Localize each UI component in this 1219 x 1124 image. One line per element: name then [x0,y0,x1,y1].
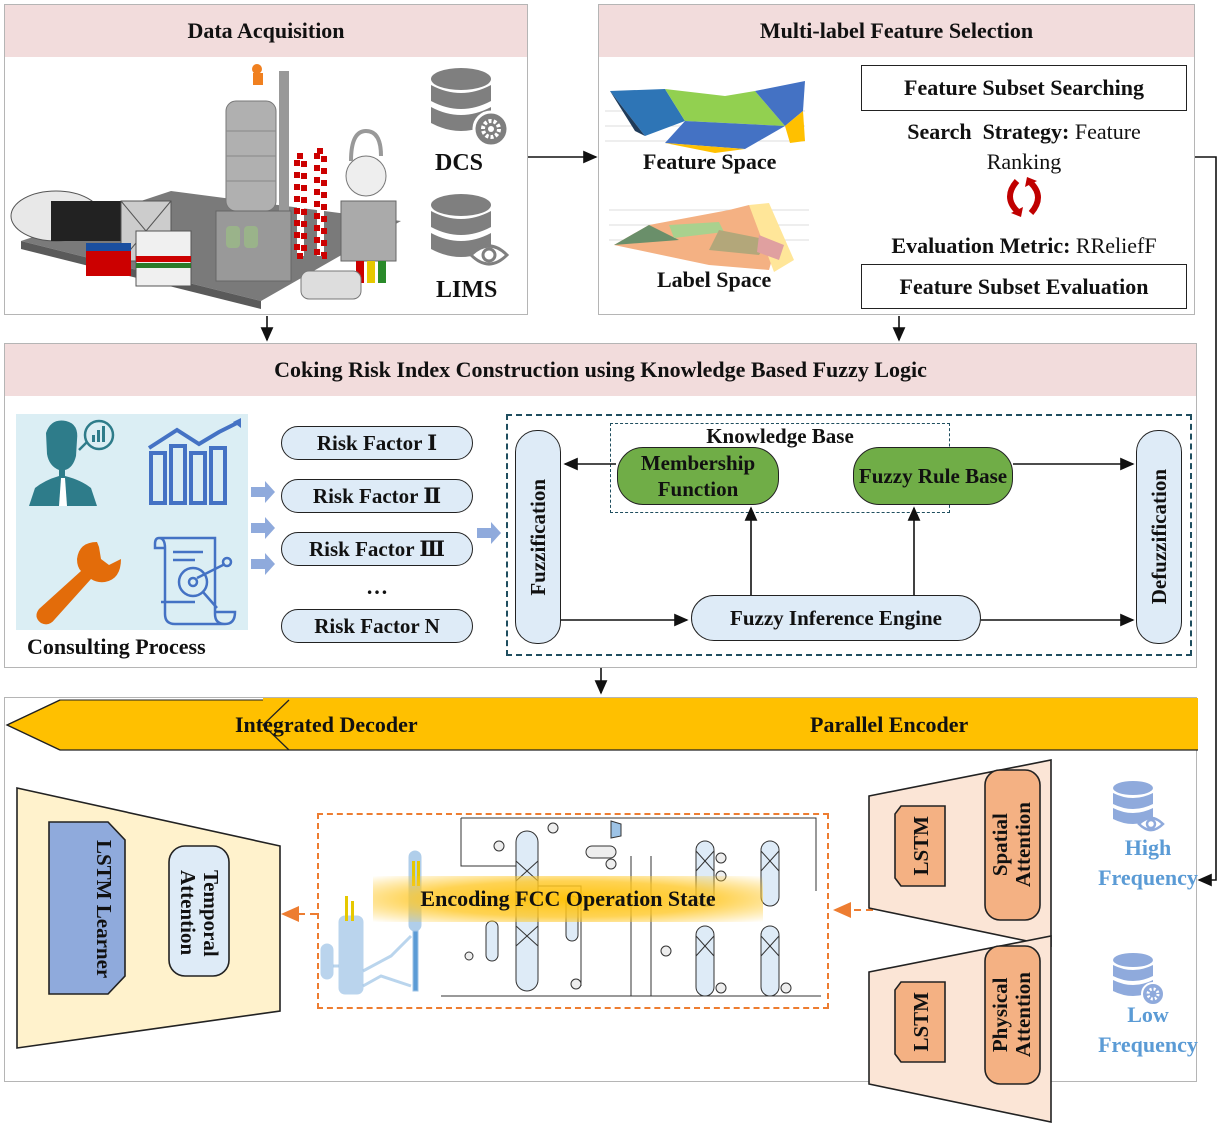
encoding-state-glow [373,876,763,922]
wrench-icon [36,542,121,625]
refresh-cycle-icon [1007,177,1041,217]
feature-space-label: Feature Space [643,149,777,174]
encoding-state-box [317,813,829,1009]
high-frequency-line-2: Frequency [1098,864,1198,890]
risk-index-panel: Coking Risk Index Construction using Kno… [4,343,1197,668]
membership-function-line-2: Function [657,477,739,501]
risk-factor-3: Risk Factor Ⅲ [281,532,473,566]
physical-attention-line-2: Attention [1011,972,1036,1058]
data-acquisition-title: Data Acquisition [5,5,527,57]
model-panel: Integrated Decoder Parallel Encoder LSTM… [4,697,1198,1123]
encoder-low-lstm-label: LSTM [908,992,933,1052]
knowledge-base-label: Knowledge Base [706,424,854,448]
membership-function-line-1: Membership [640,450,756,475]
expert-icon [29,419,115,506]
encoder-low-lstm-wrap: LSTM [897,982,945,1062]
encoder-block-low [868,935,1052,1123]
risk-index-title: Coking Risk Index Construction using Kno… [5,344,1196,396]
arrow-fs-to-high-freq [1186,156,1217,887]
physical-attention-line-1: Physical [988,977,1013,1053]
bar-chart-trend-icon [147,418,241,505]
evaluation-metric-line: Evaluation Metric: RReliefF [861,233,1187,259]
decoder-block [16,787,281,1049]
database-gear-icon [431,68,510,148]
fuzzification-box: Fuzzification [515,430,561,644]
fuzzy-rule-base-box: Fuzzy Rule Base [853,447,1013,505]
low-frequency-line-2: Frequency [1098,1031,1198,1057]
feature-selection-title: Multi-label Feature Selection [599,5,1194,57]
spatial-attention-line-1: Spatial [988,813,1013,877]
evaluation-metric-key: Evaluation Metric: [891,233,1071,258]
high-frequency-label: High Frequency [1095,833,1201,892]
feature-subset-searching-box: Feature Subset Searching [861,65,1187,111]
label-space-surface [609,203,809,272]
encoder-label: Parallel Encoder [810,712,969,737]
lstm-learner-shape [48,821,126,995]
spatial-attention-line-2: Attention [1011,802,1036,888]
temporal-attention-line-2: Attention [176,870,200,956]
global-connectors [260,150,1217,887]
dashed-flow-arrows [281,902,873,922]
label-space-label: Label Space [657,267,772,292]
encoder-high-lstm-label: LSTM [908,816,933,876]
search-strategy-line: Search Strategy: Feature [861,119,1187,145]
fuzzy-connectors [561,457,1135,627]
refinery-plant-image [10,64,401,309]
database-eye-icon [1113,781,1165,832]
risk-factor-ellipsis: … [366,574,388,599]
low-frequency-line-1: Low [1127,1002,1169,1027]
lims-label: LIMS [436,277,498,303]
block-arrow-3 [251,553,275,575]
encoder-decoder-banner [5,698,1198,751]
encoder-block-high [868,759,1052,947]
decoder-label: Integrated Decoder [235,712,418,737]
block-arrow-1 [251,481,275,503]
search-strategy-value: Feature [1074,119,1141,144]
risk-factor-n: Risk Factor N [281,609,473,643]
search-strategy-value-cont: Ranking [986,149,1062,174]
block-arrow-2 [251,517,275,539]
defuzzification-box: Defuzzification [1136,430,1182,644]
temporal-attention-line-1: Temporal [199,869,224,957]
lstm-learner-label: LSTM Learner [92,839,116,979]
flow-arrows-to-risk-factors [251,481,275,575]
search-strategy-key: Search Strategy: [907,119,1070,144]
risk-factor-2: Risk Factor Ⅱ [281,479,473,513]
high-frequency-line-1: High [1124,835,1172,860]
database-eye-icon [431,194,510,266]
dcs-label: DCS [435,150,484,176]
feature-subset-evaluation-box: Feature Subset Evaluation [861,264,1187,309]
consulting-process-label: Consulting Process [27,634,206,659]
feature-space-surface [605,81,805,153]
evaluation-metric-value: RReliefF [1075,233,1157,258]
block-arrow-to-fuzzy [477,522,501,544]
encoder-high-lstm-wrap: LSTM [897,806,945,886]
encoding-state-label: Encoding FCC Operation State [420,886,716,911]
data-acquisition-panel: Data Acquisition [4,4,528,315]
database-gear-icon [1113,953,1165,1006]
temporal-attention-shape [168,845,230,977]
low-frequency-label: Low Frequency [1095,1000,1201,1059]
feature-selection-panel: Multi-label Feature Selection Feature Sp… [598,4,1195,315]
lstm-learner-label-wrap: LSTM Learner [49,824,125,994]
risk-factor-1: Risk Factor Ⅰ [281,426,473,460]
document-analysis-icon [153,536,237,626]
fuzzy-inference-engine-box: Fuzzy Inference Engine [691,595,981,641]
fuzzy-system-box [506,414,1192,656]
